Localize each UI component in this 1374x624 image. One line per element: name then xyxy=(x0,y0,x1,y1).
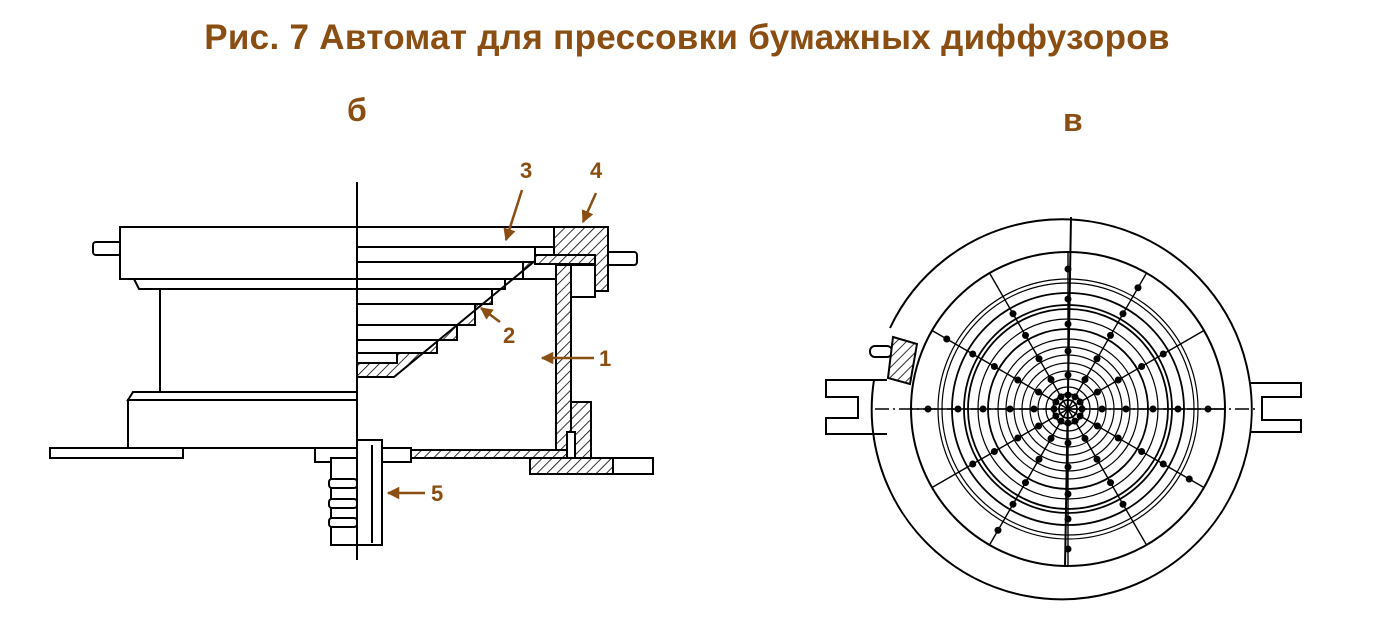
clamp-point xyxy=(994,526,1002,534)
clamp-point xyxy=(969,460,977,468)
clamp-point xyxy=(1119,310,1127,318)
clamp-point xyxy=(1014,376,1022,384)
shaft-ring xyxy=(328,517,358,528)
clamp-point xyxy=(1047,434,1055,442)
clamp-point xyxy=(1093,422,1101,430)
clamp-point xyxy=(1022,479,1029,487)
clamp-point xyxy=(990,448,998,455)
clamp-point xyxy=(1057,417,1065,425)
step-plate xyxy=(356,278,506,290)
clamp-point xyxy=(1047,376,1055,384)
clamp-point xyxy=(990,363,998,370)
clamp-point xyxy=(1076,412,1084,420)
latch-pin xyxy=(869,345,893,358)
shaft-5 xyxy=(356,439,383,546)
clamp-point xyxy=(1035,388,1043,396)
upper-flange xyxy=(132,278,358,290)
left-pin xyxy=(92,241,122,256)
spoke xyxy=(988,408,1069,546)
clamp-point xyxy=(1081,376,1089,384)
clamp-point xyxy=(1159,350,1167,358)
clamp-point xyxy=(1071,417,1079,425)
holder-lip xyxy=(570,264,596,298)
clamp-point xyxy=(1174,405,1182,413)
clamp-point xyxy=(1159,460,1167,468)
left-handle xyxy=(825,379,887,435)
right-pin xyxy=(606,251,638,266)
callout-arrow-2 xyxy=(479,306,501,324)
plate-3 xyxy=(356,246,536,263)
view-label-v: в xyxy=(1063,102,1083,138)
step-plate xyxy=(356,352,398,364)
base-right-hatched xyxy=(529,457,614,475)
clamp-point xyxy=(1035,455,1043,463)
callout-4: 4 xyxy=(590,158,603,183)
clamp-point xyxy=(1035,422,1043,430)
callout-3: 3 xyxy=(520,158,532,183)
callout-arrow-4 xyxy=(581,192,598,224)
spoke xyxy=(931,329,1069,410)
clamp-point xyxy=(1134,284,1142,292)
clamp-point xyxy=(1107,479,1114,487)
clamp-point xyxy=(1064,463,1072,471)
clamp-point xyxy=(969,350,977,358)
view-label-b: б xyxy=(347,92,367,128)
clamp-point xyxy=(1009,500,1017,508)
callout-arrow-3 xyxy=(503,189,524,242)
step-plate xyxy=(356,303,476,326)
clamp-point xyxy=(1093,355,1101,363)
clamp-point xyxy=(1093,388,1101,396)
step-plate xyxy=(356,261,524,280)
outer-ring xyxy=(870,218,1253,601)
figure-title: Рис. 7 Автомат для прессовки бумажных ди… xyxy=(204,18,1170,57)
clamp-point xyxy=(1052,412,1060,420)
clamp-point xyxy=(1022,331,1029,339)
shaft-ring xyxy=(328,478,358,489)
clamp-point xyxy=(1093,455,1101,463)
spoke xyxy=(1067,272,1148,410)
clamp-point xyxy=(1009,310,1017,318)
side-section-view: 3 4 2 1 5 xyxy=(49,158,654,560)
clamp-point xyxy=(1138,448,1146,455)
lower-flange xyxy=(126,391,358,401)
clamp-point xyxy=(1081,434,1089,442)
clamp-point xyxy=(1204,405,1212,413)
right-handle xyxy=(1250,382,1302,433)
lower-block xyxy=(127,399,358,449)
vertical-axis xyxy=(1064,216,1072,568)
clamp-point xyxy=(1064,320,1072,328)
clamp-ring xyxy=(534,254,596,265)
clamp-point xyxy=(1138,363,1146,370)
callout-5: 5 xyxy=(431,481,443,506)
clamp-point xyxy=(943,335,951,343)
latch-block xyxy=(886,335,919,386)
base-right xyxy=(612,457,654,475)
spoke xyxy=(931,408,1069,489)
spoke xyxy=(1067,329,1205,410)
spoke xyxy=(988,272,1069,410)
clamp-point xyxy=(1185,475,1193,483)
clamp-point xyxy=(1107,331,1114,339)
clamp-point xyxy=(1071,393,1079,401)
pin xyxy=(566,431,576,459)
spoke xyxy=(1067,408,1148,546)
clamp-point xyxy=(1030,405,1038,413)
callout-2: 2 xyxy=(503,323,515,348)
spoke xyxy=(1067,408,1205,489)
shaft-ring xyxy=(328,498,358,509)
clamp-point xyxy=(1035,355,1043,363)
clamp-point xyxy=(1119,500,1127,508)
top-plan-view xyxy=(825,216,1302,601)
clamp-point xyxy=(1076,398,1084,406)
clamp-point xyxy=(1078,405,1086,413)
clamp-point xyxy=(1014,434,1022,442)
clamp-point xyxy=(1114,434,1122,442)
clamp-point xyxy=(1006,405,1014,413)
clamp-point xyxy=(1052,398,1060,406)
callout-1: 1 xyxy=(599,346,611,371)
base-plate-left xyxy=(49,447,184,459)
clamp-point xyxy=(1114,376,1122,384)
step-plate xyxy=(356,288,493,305)
clamp-point xyxy=(1057,393,1065,401)
